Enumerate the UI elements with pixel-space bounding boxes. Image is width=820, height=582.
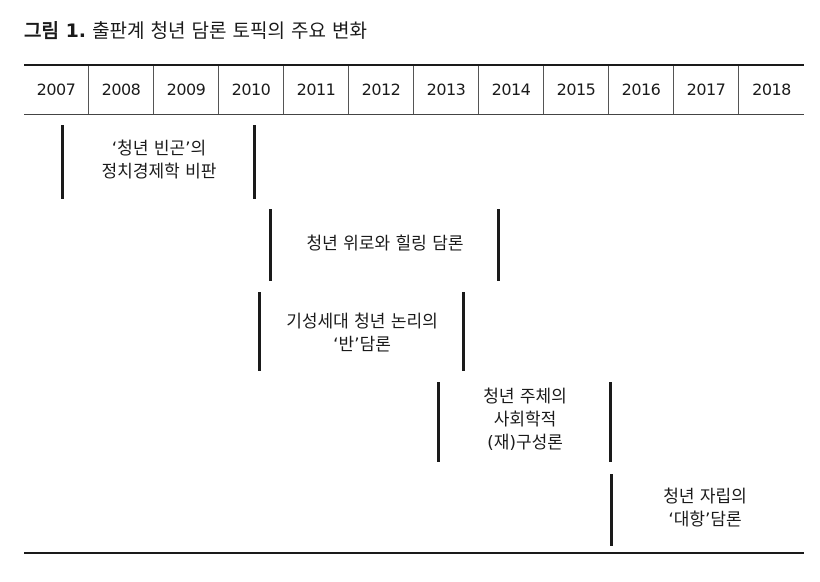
table-top-rule — [24, 64, 804, 66]
figure-number: 그림 1. — [24, 20, 87, 42]
year-cell: 2008 — [89, 66, 154, 114]
year-cell: 2011 — [284, 66, 349, 114]
year-cell: 2007 — [24, 66, 89, 114]
year-cell: 2012 — [349, 66, 414, 114]
topic-label: 청년 위로와 힐링 담론 — [306, 234, 464, 254]
year-header-row: 2007 2008 2009 2010 2011 2012 2013 2014 … — [24, 66, 804, 114]
year-cell: 2015 — [544, 66, 609, 114]
topic-start-bracket — [269, 209, 272, 281]
figure-title: 그림 1. 출판계 청년 담론 토픽의 주요 변화 — [24, 16, 367, 43]
header-divider — [24, 114, 804, 115]
topic-start-bracket — [437, 382, 440, 462]
topic-start-bracket — [61, 125, 64, 199]
topic-end-bracket — [497, 209, 500, 281]
topic-end-bracket — [462, 292, 465, 371]
year-cell: 2017 — [674, 66, 739, 114]
year-cell: 2018 — [752, 80, 791, 99]
year-cell: 2009 — [154, 66, 219, 114]
year-cell: 2014 — [479, 66, 544, 114]
topic-start-bracket — [610, 474, 613, 546]
table-bottom-rule — [24, 552, 804, 554]
topic-label: 기성세대 청년 논리의 ‘반’담론 — [286, 312, 438, 355]
topic-label: ‘청년 빈곤’의 정치경제학 비판 — [101, 139, 217, 182]
topic-label: 청년 주체의 사회학적 (재)구성론 — [483, 387, 567, 453]
year-cell: 2013 — [414, 66, 479, 114]
year-cell: 2016 — [609, 66, 674, 114]
topic-end-bracket — [609, 382, 612, 462]
figure-caption: 출판계 청년 담론 토픽의 주요 변화 — [92, 20, 367, 42]
topic-label: 청년 자립의 ‘대항’담론 — [663, 487, 747, 530]
year-cell: 2010 — [219, 66, 284, 114]
topic-start-bracket — [258, 292, 261, 371]
topic-end-bracket — [253, 125, 256, 199]
